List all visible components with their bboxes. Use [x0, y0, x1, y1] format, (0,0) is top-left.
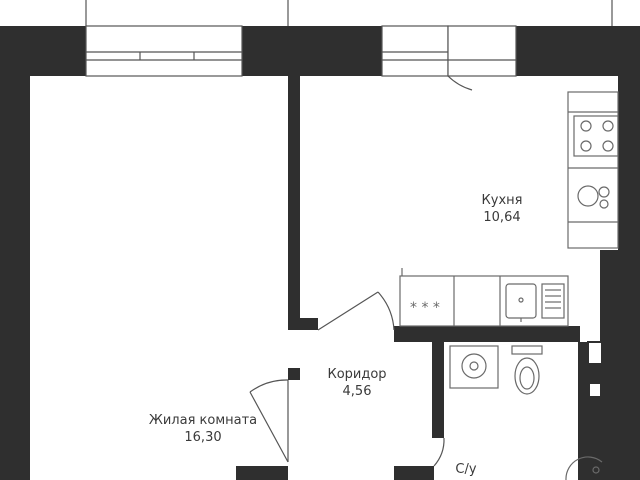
counter-bottom — [399, 275, 569, 327]
door-kitchen — [317, 291, 395, 331]
bathroom-name: С/у — [455, 462, 477, 477]
living-room-name: Жилая комната — [148, 413, 258, 428]
toilet-tank — [511, 345, 543, 355]
wall-kitchen-bath — [394, 326, 580, 342]
wall-kitchen-right — [600, 250, 640, 480]
bathroom-label: С/у — [455, 461, 476, 478]
wall-bottom-mid — [394, 466, 434, 480]
counter-right — [567, 91, 619, 249]
window-kitchen — [381, 25, 449, 77]
burner-icon — [580, 140, 592, 152]
toilet-bowl-icon — [514, 357, 540, 395]
kitchen-fixtures: * * * — [399, 91, 619, 327]
wall-bottom-left — [236, 466, 288, 480]
living-room-area: 16,30 — [184, 430, 222, 445]
burner-icon — [602, 140, 614, 152]
washing-machine — [449, 345, 499, 389]
kitchen-label: Кухня 10,64 — [482, 192, 523, 226]
window-living — [85, 25, 243, 77]
wall-kitchen-corridor — [300, 318, 318, 330]
bath-sink-icon — [565, 456, 603, 480]
living-room-label: Жилая комната 16,30 — [149, 412, 257, 446]
wall-left — [0, 26, 30, 480]
kitchen-name: Кухня — [481, 193, 523, 208]
wall-living-kitchen — [288, 76, 300, 330]
doors — [249, 291, 445, 467]
corridor-name: Коридор — [327, 367, 387, 382]
bathroom-fixtures — [449, 345, 603, 480]
door-bath — [433, 437, 445, 467]
kitchen-sink — [505, 283, 537, 319]
corridor-label: Коридор 4,56 — [327, 366, 386, 400]
wall-living-corridor-lower — [288, 368, 300, 380]
wall-right-column — [618, 76, 640, 256]
drainboard — [541, 283, 565, 319]
burner-icon — [602, 120, 614, 132]
shaft-small — [590, 384, 600, 396]
walls — [0, 26, 640, 480]
dishwasher-marks: * * * — [410, 300, 440, 316]
burner-icon — [580, 120, 592, 132]
shaft — [587, 341, 603, 365]
door-living — [249, 379, 289, 462]
windows — [85, 0, 613, 91]
kitchen-area: 10,64 — [483, 210, 521, 225]
wall-top-middle — [242, 26, 382, 76]
balcony-door — [447, 25, 517, 77]
wall-bath-left — [432, 342, 444, 438]
stove — [573, 115, 619, 157]
washing-machine-drum-icon — [461, 353, 487, 379]
washer-drum-icon — [577, 185, 599, 207]
corridor-area: 4,56 — [342, 384, 372, 399]
wall-top-right — [516, 26, 640, 76]
